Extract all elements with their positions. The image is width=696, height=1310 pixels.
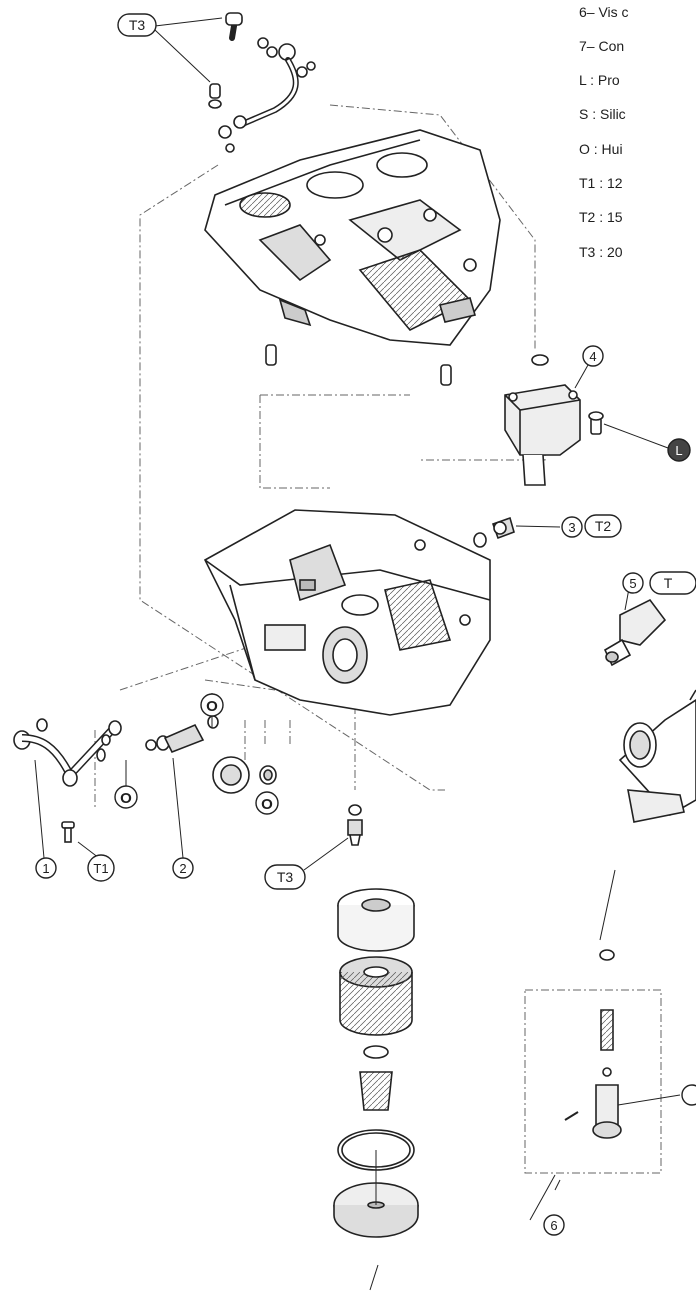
callout-6-label: 6 xyxy=(550,1218,557,1233)
legend-line-6: T1 : 12 xyxy=(579,175,623,191)
oil-pressure-switch-part-5 xyxy=(603,598,667,667)
callout-3-label: 3 xyxy=(568,520,575,535)
callout-t-partial-label: T xyxy=(664,575,673,591)
lower-crankcase xyxy=(203,509,491,716)
callout-t-partial: T xyxy=(649,571,696,595)
drain-plug-part-3 xyxy=(347,516,515,846)
legend-line-5: O : Hui xyxy=(579,141,623,157)
callout-t1-label: T1 xyxy=(93,861,108,876)
oil-gallery-plug-part-2 xyxy=(101,715,277,794)
callout-t2: T2 xyxy=(584,514,622,538)
callout-2-label: 2 xyxy=(179,861,186,876)
legend-line-4: S : Silic xyxy=(579,106,626,122)
oil-filter-stack xyxy=(333,888,419,1291)
leader-lines xyxy=(34,17,669,1191)
callout-l-label: L xyxy=(675,443,682,458)
callout-1-label: 1 xyxy=(42,861,49,876)
callout-l: L xyxy=(667,438,691,462)
callout-t3-bottom: T3 xyxy=(264,864,306,890)
callout-4: 4 xyxy=(582,345,604,367)
callout-o-right: O xyxy=(255,791,279,815)
callout-t3-bottom-label: T3 xyxy=(277,869,294,885)
callout-5: 5 xyxy=(622,572,644,594)
oil-pump-part-4 xyxy=(504,354,604,486)
legend-line-7: T2 : 15 xyxy=(579,209,623,225)
legend-line-1: 6– Vis c xyxy=(579,4,629,20)
callout-t3-top-label: T3 xyxy=(129,17,146,33)
callout-o-mid: O xyxy=(200,693,224,717)
legend-line-8: T3 : 20 xyxy=(579,244,623,260)
callout-6: 6 xyxy=(543,1214,565,1236)
callout-o-right-label: O xyxy=(261,796,273,813)
callout-1: 1 xyxy=(35,857,57,879)
callout-4-label: 4 xyxy=(589,349,596,364)
legend-line-2: 7– Con xyxy=(579,38,625,54)
callout-o-mid-label: O xyxy=(206,698,218,715)
callout-o-left: O xyxy=(114,785,138,809)
callout-partial-7 xyxy=(681,1084,696,1106)
callout-t1: T1 xyxy=(87,854,115,882)
upper-crankcase xyxy=(204,129,501,386)
callout-5-label: 5 xyxy=(629,576,636,591)
oil-pipe-assembly xyxy=(208,12,316,153)
legend-line-3: L : Pro xyxy=(579,72,620,88)
callout-t2-label: T2 xyxy=(595,518,612,534)
oil-cooler-housing xyxy=(618,689,696,823)
callout-3: 3 xyxy=(561,516,583,538)
callout-t3-top: T3 xyxy=(117,13,157,37)
relief-valve-part-6 xyxy=(524,869,681,1221)
callout-o-left-label: O xyxy=(120,790,132,807)
callout-2: 2 xyxy=(172,857,194,879)
callouts: T3 4 L 3 T2 5 T O xyxy=(35,13,696,1236)
